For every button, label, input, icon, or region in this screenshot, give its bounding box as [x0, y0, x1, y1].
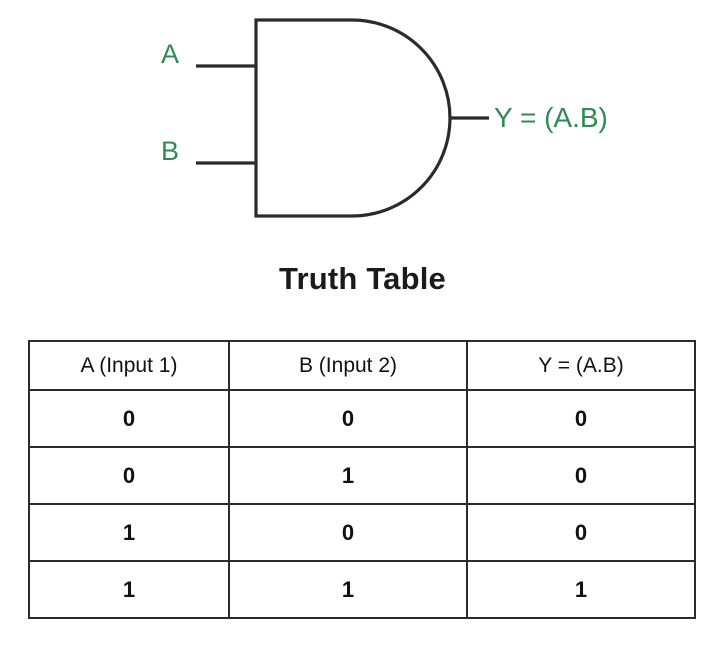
cell-a: 1 — [28, 503, 230, 562]
table-row: 0 1 0 — [28, 446, 696, 505]
truth-table-container: A (Input 1) B (Input 2) Y = (A.B) 0 0 0 … — [28, 340, 696, 619]
input-b-label: B — [161, 136, 180, 166]
cell-b: 1 — [228, 560, 468, 619]
cell-y: 0 — [466, 446, 696, 505]
cell-a: 0 — [28, 446, 230, 505]
cell-y: 1 — [466, 560, 696, 619]
cell-b: 1 — [228, 446, 468, 505]
cell-a: 0 — [28, 389, 230, 448]
cell-b: 0 — [228, 389, 468, 448]
table-header-row: A (Input 1) B (Input 2) Y = (A.B) — [28, 340, 696, 391]
column-header-b: B (Input 2) — [228, 340, 468, 391]
cell-b: 0 — [228, 503, 468, 562]
cell-a: 1 — [28, 560, 230, 619]
truth-table: A (Input 1) B (Input 2) Y = (A.B) 0 0 0 … — [28, 340, 696, 619]
and-gate-diagram: A B Y = (A.B) — [0, 0, 725, 245]
cell-y: 0 — [466, 503, 696, 562]
cell-y: 0 — [466, 389, 696, 448]
table-row: 1 1 1 — [28, 560, 696, 619]
truth-table-heading: Truth Table — [279, 261, 446, 296]
column-header-y: Y = (A.B) — [466, 340, 696, 391]
output-expression-label: Y = (A.B) — [494, 102, 608, 133]
gate-body-shape — [254, 18, 452, 218]
table-row: 0 0 0 — [28, 389, 696, 448]
input-a-label: A — [161, 39, 180, 69]
column-header-a: A (Input 1) — [28, 340, 230, 391]
and-gate-symbol-icon — [196, 18, 489, 218]
table-row: 1 0 0 — [28, 503, 696, 562]
